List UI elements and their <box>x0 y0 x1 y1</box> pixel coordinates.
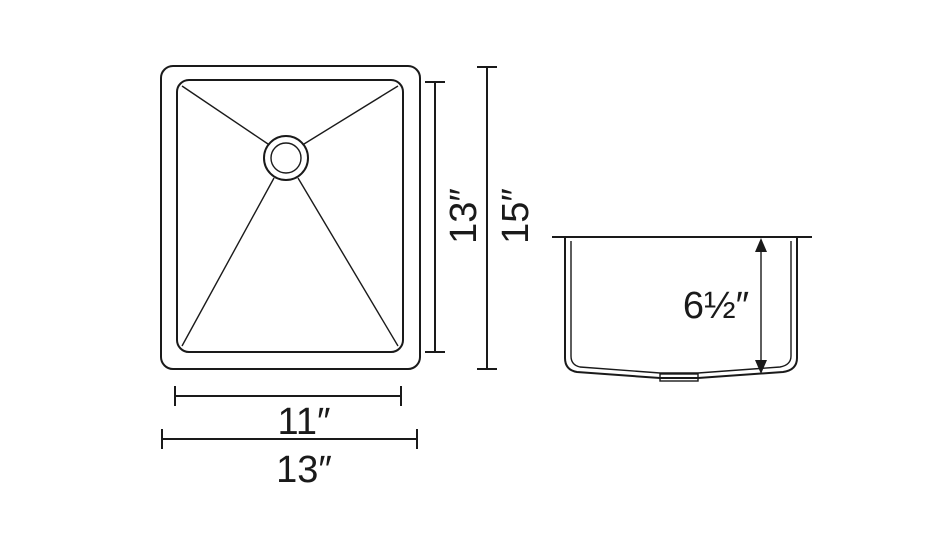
slope-line-top-right <box>303 85 399 145</box>
sink-outer-rim <box>160 65 421 370</box>
outer-width-label: 13″ <box>276 449 332 491</box>
inner-width-dimension: 11″ <box>174 386 402 443</box>
outer-width-dimension: 13″ <box>161 429 418 491</box>
depth-dimension: 6½″ <box>683 238 767 374</box>
sink-top-view <box>160 65 421 370</box>
drain-body <box>659 373 699 382</box>
slope-line-bottom-right <box>297 177 399 347</box>
inner-length-dimension: 13″ <box>425 81 485 353</box>
slope-line-top-left <box>181 85 269 145</box>
inner-width-label: 11″ <box>278 401 331 443</box>
basin-outer-wall <box>564 237 798 379</box>
outer-length-label: 15″ <box>495 188 537 244</box>
sink-inner-basin <box>176 79 404 353</box>
drain-outer-ring <box>263 135 309 181</box>
inner-length-label: 13″ <box>443 188 485 244</box>
basin-inner-wall <box>570 241 792 374</box>
drain-inner-ring <box>270 142 302 174</box>
depth-label: 6½″ <box>683 285 749 327</box>
outer-length-dimension: 15″ <box>477 66 537 370</box>
slope-line-bottom-left <box>181 177 275 347</box>
sink-side-profile <box>552 236 812 382</box>
